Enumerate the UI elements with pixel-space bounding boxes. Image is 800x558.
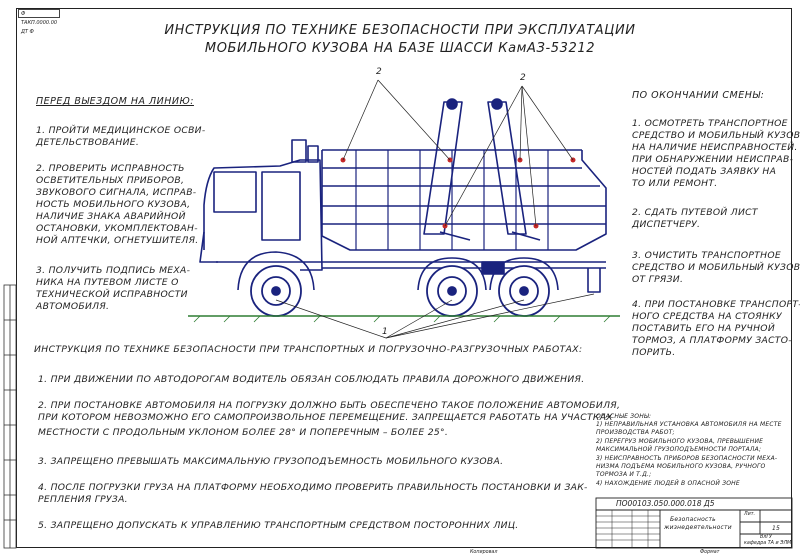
loading-item-5: 5. ЗАПРЕЩЕНО ДОПУСКАТЬ К УПРАВЛЕНИЮ ТРАН… — [38, 520, 519, 531]
before-trip-heading: ПЕРЕД ВЫЕЗДОМ НА ЛИНИЮ: — [36, 96, 194, 107]
text-line: ДЕТЕЛЬСТВОВАНИЕ. — [36, 137, 140, 148]
text-line: ПОРИТЬ. — [632, 347, 676, 358]
stamp-org-1: ВлГУ — [760, 535, 772, 540]
callout-1: 1 — [382, 327, 388, 337]
stamp-code: ПО00103.050.000.018 Д5 — [616, 499, 715, 508]
text-line: ТЕХНИЧЕСКОЙ ИСПРАВНОСТИ — [36, 289, 188, 300]
cab-bumper — [199, 231, 218, 263]
zone-line: ТОРМОЗА И Т.Д.; — [596, 471, 652, 478]
zone-line: 2) ПЕРЕГРУЗ МОБИЛЬНОГО КУЗОВА, ПРЕВЫШЕНИ… — [596, 438, 764, 445]
text-line: 3. ПОЛУЧИТЬ ПОДПИСЬ МЕХА- — [36, 265, 191, 276]
text-line: СРЕДСТВО И МОБИЛЬНЫЙ КУЗОВ — [632, 130, 800, 141]
stamp-name-2: жизнедеятельности — [664, 524, 732, 531]
text-line: ОСВЕТИТЕЛЬНЫХ ПРИБОРОВ, — [36, 175, 185, 186]
text-line: ПОСТАВИТЬ ЕГО НА РУЧНОЙ — [632, 323, 776, 334]
text-line: 4. ПОСЛЕ ПОГРУЗКИ ГРУЗА НА ПЛАТФОРМУ НЕО… — [38, 482, 588, 493]
stamp-sheet-no: 15 — [772, 525, 781, 532]
bottom-label-left: Копировал — [470, 550, 498, 555]
zone-line: 4) НАХОЖДЕНИЕ ЛЮДЕЙ В ОПАСНОЙ ЗОНЕ — [596, 480, 740, 487]
text-line: 1. ПРОЙТИ МЕДИЦИНСКОЕ ОСВИ- — [36, 125, 206, 136]
text-line: НОСТЬ МОБИЛЬНОГО КУЗОВА, — [36, 199, 191, 210]
text-line: ДИСПЕТЧЕРУ. — [632, 219, 701, 230]
zones-heading: ОПАСНЫЕ ЗОНЫ: — [596, 413, 652, 420]
text-line: ЗВУКОВОГО СИГНАЛА, ИСПРАВ- — [36, 187, 197, 198]
text-line: 2. ПРИ ПОСТАНОВКЕ АВТОМОБИЛЯ НА ПОГРУЗКУ… — [38, 400, 621, 411]
text-line: НОСТЕЙ ПОДАТЬ ЗАЯВКУ НА — [632, 166, 777, 177]
text-line: НОГО СРЕДСТВА НА СТОЯНКУ — [632, 311, 782, 322]
text-line: 4. ПРИ ПОСТАНОВКЕ ТРАНСПОРТ- — [632, 299, 800, 310]
title-line-2: МОБИЛЬНОГО КУЗОВА НА БАЗЕ ШАССИ КамАЗ-53… — [204, 41, 596, 56]
stamp-name-1: Безопасность — [670, 516, 716, 523]
text-line: ОТ ГРЯЗИ. — [632, 274, 684, 285]
text-line: ТОРМОЗ, А ПЛАТФОРМУ ЗАСТО- — [632, 335, 792, 346]
zone-line: 3) НЕИСПРАВНОСТЬ ПРИБОРОВ БЕЗОПАСНОСТИ М… — [596, 455, 778, 462]
text-line: ОСТАНОВКИ, УКОМПЛЕКТОВАН- — [36, 223, 198, 234]
arm-pivot — [446, 98, 458, 110]
text-line: МЕСТНОСТИ С ПРОДОЛЬНЫМ УКЛОНОМ БОЛЕЕ 28°… — [38, 427, 449, 438]
cab-door — [261, 171, 301, 241]
loading-item-3: 3. ЗАПРЕЩЕНО ПРЕВЫШАТЬ МАКСИМАЛЬНУЮ ГРУЗ… — [38, 456, 504, 467]
zone-line: ПРОИЗВОДСТВА РАБОТ; — [596, 429, 675, 436]
text-line: ПРИ ОБНАРУЖЕНИИ НЕИСПРАВ- — [632, 154, 794, 165]
air-intake — [307, 145, 319, 163]
end-of-shift-heading: ПО ОКОНЧАНИИ СМЕНЫ: — [632, 90, 765, 101]
text-line: НОЙ АПТЕЧКИ, ОГНЕТУШИТЕЛЯ. — [36, 235, 199, 246]
zone-line: 1) НЕПРАВИЛЬНАЯ УСТАНОВКА АВТОМОБИЛЯ НА … — [596, 421, 782, 428]
zone-line: НИЗМА ПОДЪЕМА МОБИЛЬНОГО КУЗОВА, РУЧНОГО — [596, 463, 766, 470]
text-line: НАЛИЧИЕ ЗНАКА АВАРИЙНОЙ — [36, 211, 186, 222]
rear-outrigger — [587, 268, 601, 293]
text-line: ТО ИЛИ РЕМОНТ. — [632, 178, 718, 189]
text-line: НА НАЛИЧИЕ НЕИСПРАВНОСТЕЙ. — [632, 142, 798, 153]
bottom-label-right: Формат — [700, 550, 720, 555]
text-line: 2. СДАТЬ ПУТЕВОЙ ЛИСТ — [632, 207, 758, 218]
text-line: СРЕДСТВО И МОБИЛЬНЫЙ КУЗОВ — [632, 262, 800, 273]
loading-item-1: 1. ПРИ ДВИЖЕНИИ ПО АВТОДОРОГАМ ВОДИТЕЛЬ … — [38, 374, 585, 385]
loading-heading: ИНСТРУКЦИЯ ПО ТЕХНИКЕ БЕЗОПАСНОСТИ ПРИ Т… — [34, 344, 583, 355]
body-outline — [321, 150, 607, 251]
cab-window — [213, 171, 257, 213]
stamp-org-2: кафедра ТА и ЭЛМ — [744, 541, 792, 546]
text-line: АВТОМОБИЛЯ. — [36, 301, 110, 312]
title-line-1: ИНСТРУКЦИЯ ПО ТЕХНИКЕ БЕЗОПАСНОСТИ ПРИ Э… — [164, 23, 636, 38]
text-line: 3. ОЧИСТИТЬ ТРАНСПОРТНОЕ — [632, 250, 782, 261]
text-line: НИКА НА ПУТЕВОМ ЛИСТЕ О — [36, 277, 179, 288]
drawing-frame — [16, 8, 792, 548]
zone-line: МАКСИМАЛЬНОЙ ГРУЗОПОДЪЕМНОСТИ ПОРТАЛА; — [596, 446, 762, 453]
callout-2-left: 2 — [376, 67, 382, 77]
text-line: 1. ОСМОТРЕТЬ ТРАНСПОРТНОЕ — [632, 118, 788, 129]
corner-code: Ф ТАКП.0000.00 ДТ Ф — [18, 9, 60, 35]
text-line: ПРИ КОТОРОМ НЕВОЗМОЖНО ЕГО САМОПРОИЗВОЛЬ… — [38, 412, 613, 423]
stamp-sheet-label: Лит. — [744, 512, 756, 517]
text-line: РЕПЛЕНИЯ ГРУЗА. — [38, 494, 128, 505]
exhaust-stack — [291, 139, 307, 163]
callout-2-right: 2 — [520, 73, 526, 83]
text-line: 2. ПРОВЕРИТЬ ИСПРАВНОСТЬ — [36, 163, 185, 174]
